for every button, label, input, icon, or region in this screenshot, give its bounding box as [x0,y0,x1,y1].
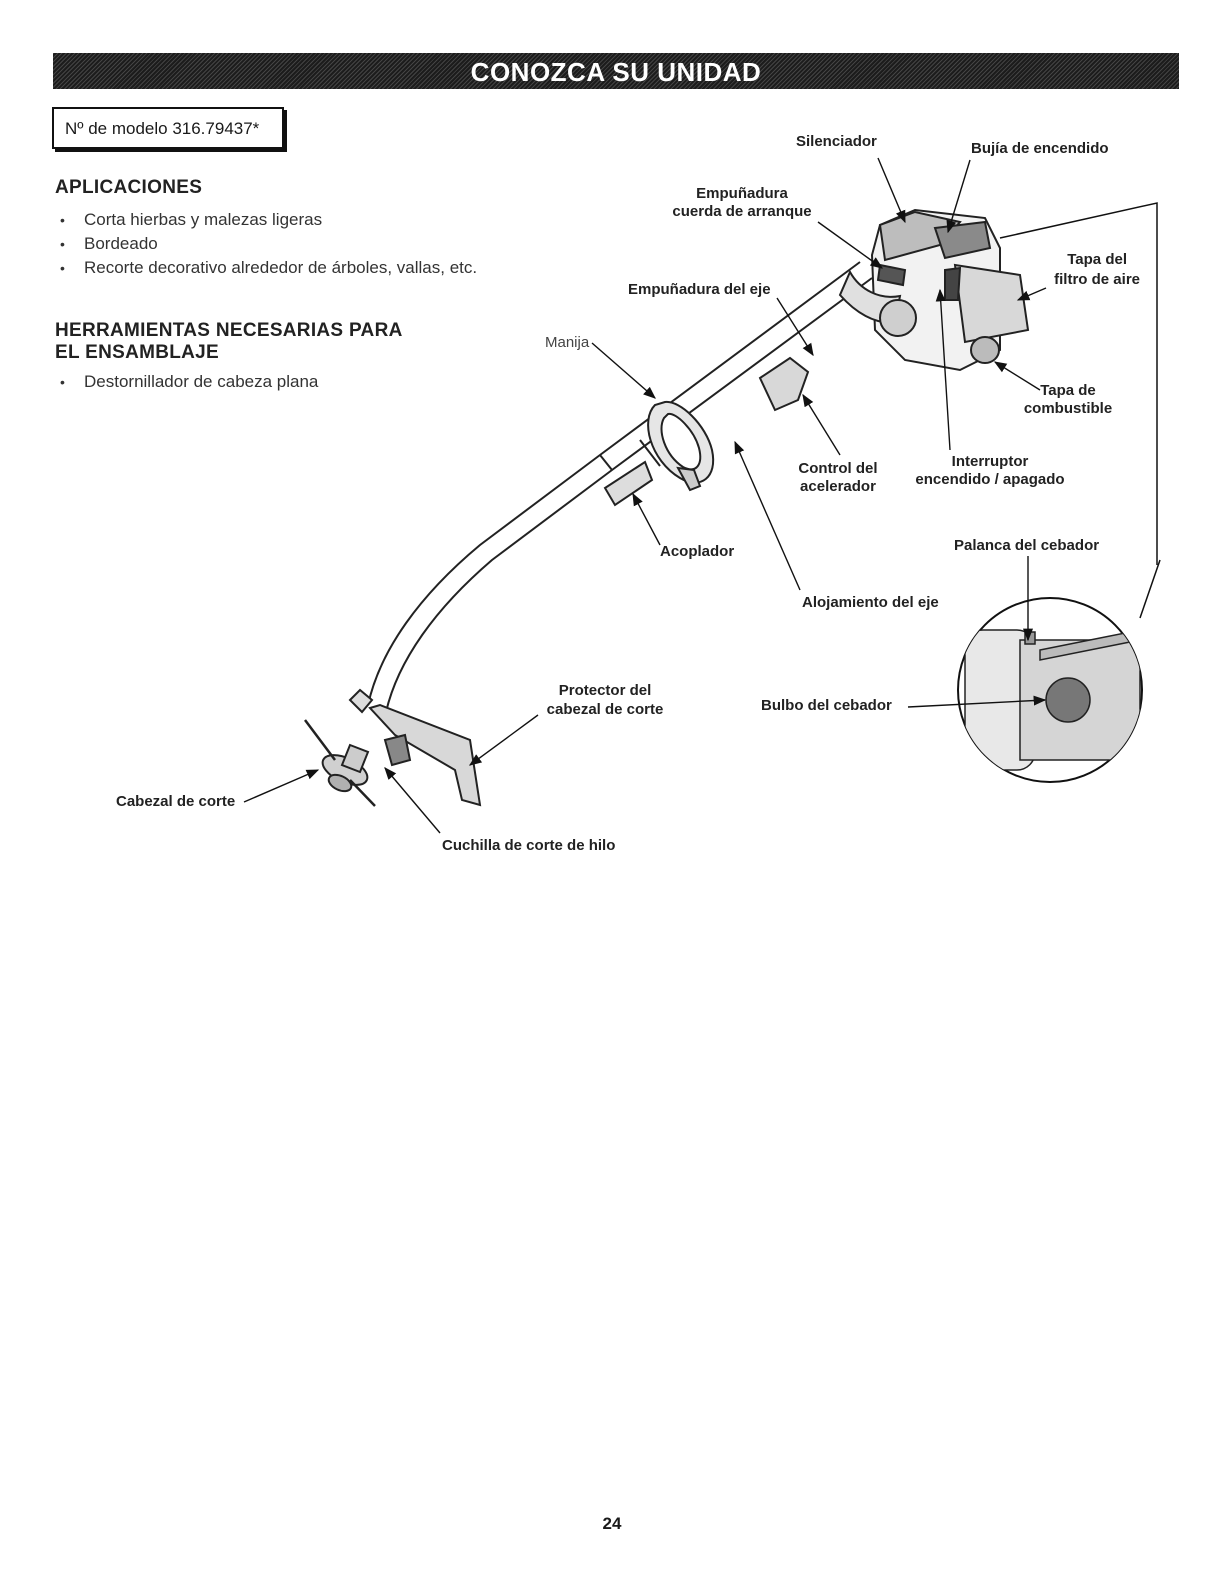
label-protector-1: Protector del [559,682,652,699]
label-tapa-combustible-1: Tapa de [1040,382,1096,399]
engine-drawing [838,208,1030,372]
inset-connector [1139,559,1161,619]
list-item: Bordeado [55,232,477,256]
page-number: 24 [602,1514,622,1533]
list-item: Corta hierbas y malezas ligeras [55,208,477,232]
tools-list: Destornillador de cabeza plana [55,370,318,394]
label-tapa-filtro-2: filtro de aire [1054,271,1140,288]
label-palanca-cebador: Palanca del cebador [954,537,1099,554]
throttle-drawing [758,356,810,412]
label-cuchilla: Cuchilla de corte de hilo [442,837,615,854]
label-bujia: Bujía de encendido [971,140,1109,157]
label-tapa-filtro-1: Tapa del [1067,251,1127,268]
applications-heading-text: APLICACIONES [55,177,203,198]
label-silenciador: Silenciador [796,133,877,150]
label-interruptor-2: encendido / apagado [915,471,1064,488]
cutting-head-drawing [304,719,376,807]
guard-drawing [348,688,482,807]
trimmer-diagram: Silenciador Bujía de encendido Empuñadur… [116,133,1161,854]
coupler-drawing [603,460,654,507]
model-number-label: Nº de modelo 316.79437* [65,119,260,138]
label-protector-2: cabezal de corte [547,701,664,718]
label-empunadura-cuerda-1: Empuñadura [696,185,788,202]
inset-callout-line [999,202,1158,565]
section-banner: CONOZCA SU UNIDAD [53,53,1179,89]
label-tapa-combustible-2: combustible [1024,400,1112,417]
list-item: Destornillador de cabeza plana [55,370,318,394]
label-empunadura-eje: Empuñadura del eje [628,281,771,298]
handle-drawing [647,400,715,492]
label-cabezal-corte: Cabezal de corte [116,793,235,810]
label-empunadura-cuerda-2: cuerda de arranque [672,203,811,220]
label-acoplador: Acoplador [660,543,734,560]
label-alojamiento-eje: Alojamiento del eje [802,594,939,611]
label-manija: Manija [545,334,590,351]
model-number-box: Nº de modelo 316.79437* [52,107,284,149]
label-bulbo-cebador: Bulbo del cebador [761,697,892,714]
applications-list: Corta hierbas y malezas ligeras Bordeado… [55,208,477,280]
label-control-acelerador-2: acelerador [800,478,876,495]
tools-heading-line1: HERRAMIENTAS NECESARIAS PARA [55,320,403,341]
tools-heading-line2: EL ENSAMBLAJE [55,342,220,363]
shaft-drawing [367,261,873,713]
leader-lines [243,157,1047,834]
list-item: Recorte decorativo alrededor de árboles,… [55,256,477,280]
label-interruptor-1: Interruptor [952,453,1029,470]
label-control-acelerador-1: Control del [798,460,877,477]
tools-heading: HERRAMIENTAS NECESARIAS PARA EL ENSAMBLA… [55,320,403,364]
applications-heading: APLICACIONES [55,177,202,199]
primer-inset [957,597,1143,783]
banner-title: CONOZCA SU UNIDAD [470,57,762,87]
